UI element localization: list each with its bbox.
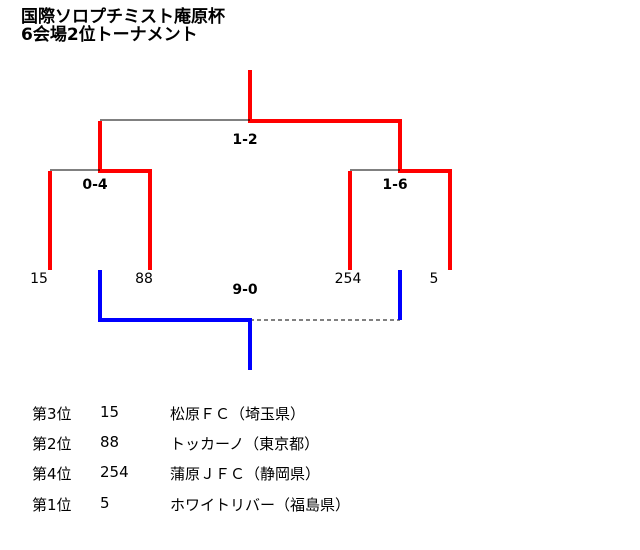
result-number: 5 <box>100 494 110 512</box>
result-rank: 第3位 <box>32 405 72 423</box>
result-team: ホワイトリバー（福島県） <box>170 496 351 514</box>
score-semi-left: 0-4 <box>82 177 108 193</box>
result-team: 松原ＦＣ（埼玉県） <box>170 405 306 423</box>
result-rank: 第2位 <box>32 435 72 453</box>
result-team: 蒲原ＪＦＣ（静岡県） <box>170 465 321 483</box>
result-number: 15 <box>100 403 120 421</box>
team-label: 88 <box>135 271 153 287</box>
team-label: 15 <box>30 271 48 287</box>
score-third-place: 9-0 <box>232 282 258 298</box>
left-final-line <box>98 121 152 270</box>
result-number: 254 <box>100 463 129 481</box>
score-final: 1-2 <box>232 132 258 148</box>
result-rank: 第4位 <box>32 465 72 483</box>
result-team: トッカーノ（東京都） <box>170 435 320 453</box>
result-number: 88 <box>100 433 120 451</box>
team-label: 5 <box>429 271 439 287</box>
score-semi-right: 1-6 <box>382 177 408 193</box>
title-line2: 6会場2位トーナメント <box>21 25 198 45</box>
champion-line <box>248 70 452 270</box>
team-label: 254 <box>334 271 362 287</box>
third-place-line <box>98 270 252 370</box>
result-rank: 第1位 <box>32 496 72 514</box>
title-line1: 国際ソロプチミスト庵原杯 <box>21 7 225 27</box>
